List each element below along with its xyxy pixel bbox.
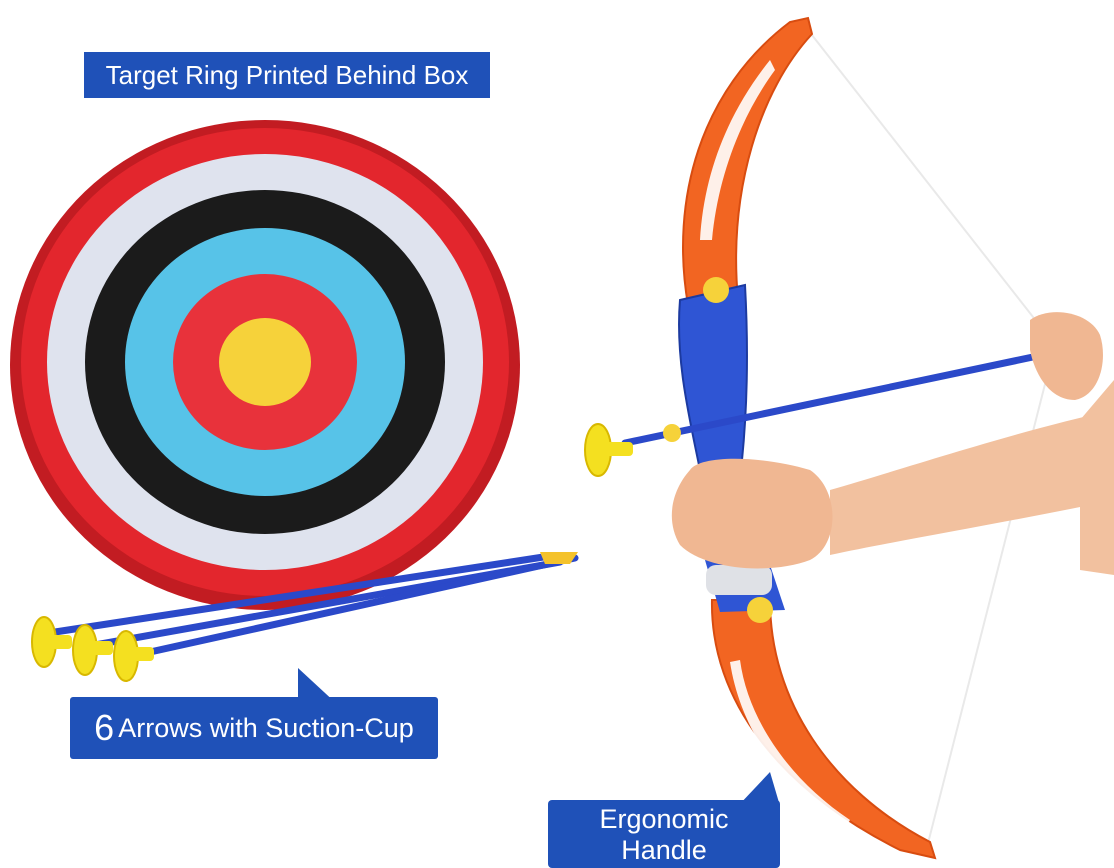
archer-arms bbox=[671, 312, 1114, 575]
handle-label-line1: Ergonomic bbox=[599, 804, 729, 834]
handle-label-line2: Handle bbox=[621, 835, 707, 865]
handle-label: Ergonomic Handle bbox=[548, 800, 780, 868]
nocked-arrow bbox=[584, 344, 1060, 477]
bow-grip-upper bbox=[678, 283, 748, 472]
lower-bolt bbox=[747, 597, 773, 623]
upper-limb-cutout bbox=[700, 60, 775, 240]
target-ring-label: Target Ring Printed Behind Box bbox=[84, 52, 490, 98]
bow-lower-limb bbox=[710, 599, 937, 860]
draw-hand bbox=[1030, 312, 1103, 400]
arrows-count: 6 bbox=[94, 707, 115, 748]
nocked-suction-neck bbox=[605, 442, 633, 456]
arrow-nock bbox=[540, 552, 578, 564]
front-arm bbox=[830, 410, 1114, 555]
arrows-text: Arrows with Suction-Cup bbox=[118, 713, 414, 743]
grip-hand bbox=[671, 458, 833, 569]
suction-neck-2 bbox=[91, 641, 113, 655]
arrow-shaft-1 bbox=[51, 552, 554, 636]
archery-target bbox=[10, 120, 520, 610]
bow-upper-limb bbox=[682, 16, 814, 307]
back-arm bbox=[1080, 380, 1114, 575]
handle-callout-tail bbox=[738, 772, 780, 806]
suction-neck-1 bbox=[50, 635, 72, 649]
loose-arrows bbox=[31, 552, 579, 682]
target-bullseye bbox=[219, 318, 311, 406]
nocked-arrow-shaft bbox=[621, 349, 1056, 447]
arrow-shaft-3 bbox=[128, 554, 579, 660]
arrows-callout-tail bbox=[298, 668, 338, 705]
arrow-rest bbox=[663, 424, 681, 442]
grip-silver-band bbox=[706, 565, 772, 595]
suction-neck-3 bbox=[132, 647, 154, 661]
lower-limb-cutout bbox=[730, 660, 850, 828]
upper-bolt bbox=[703, 277, 729, 303]
